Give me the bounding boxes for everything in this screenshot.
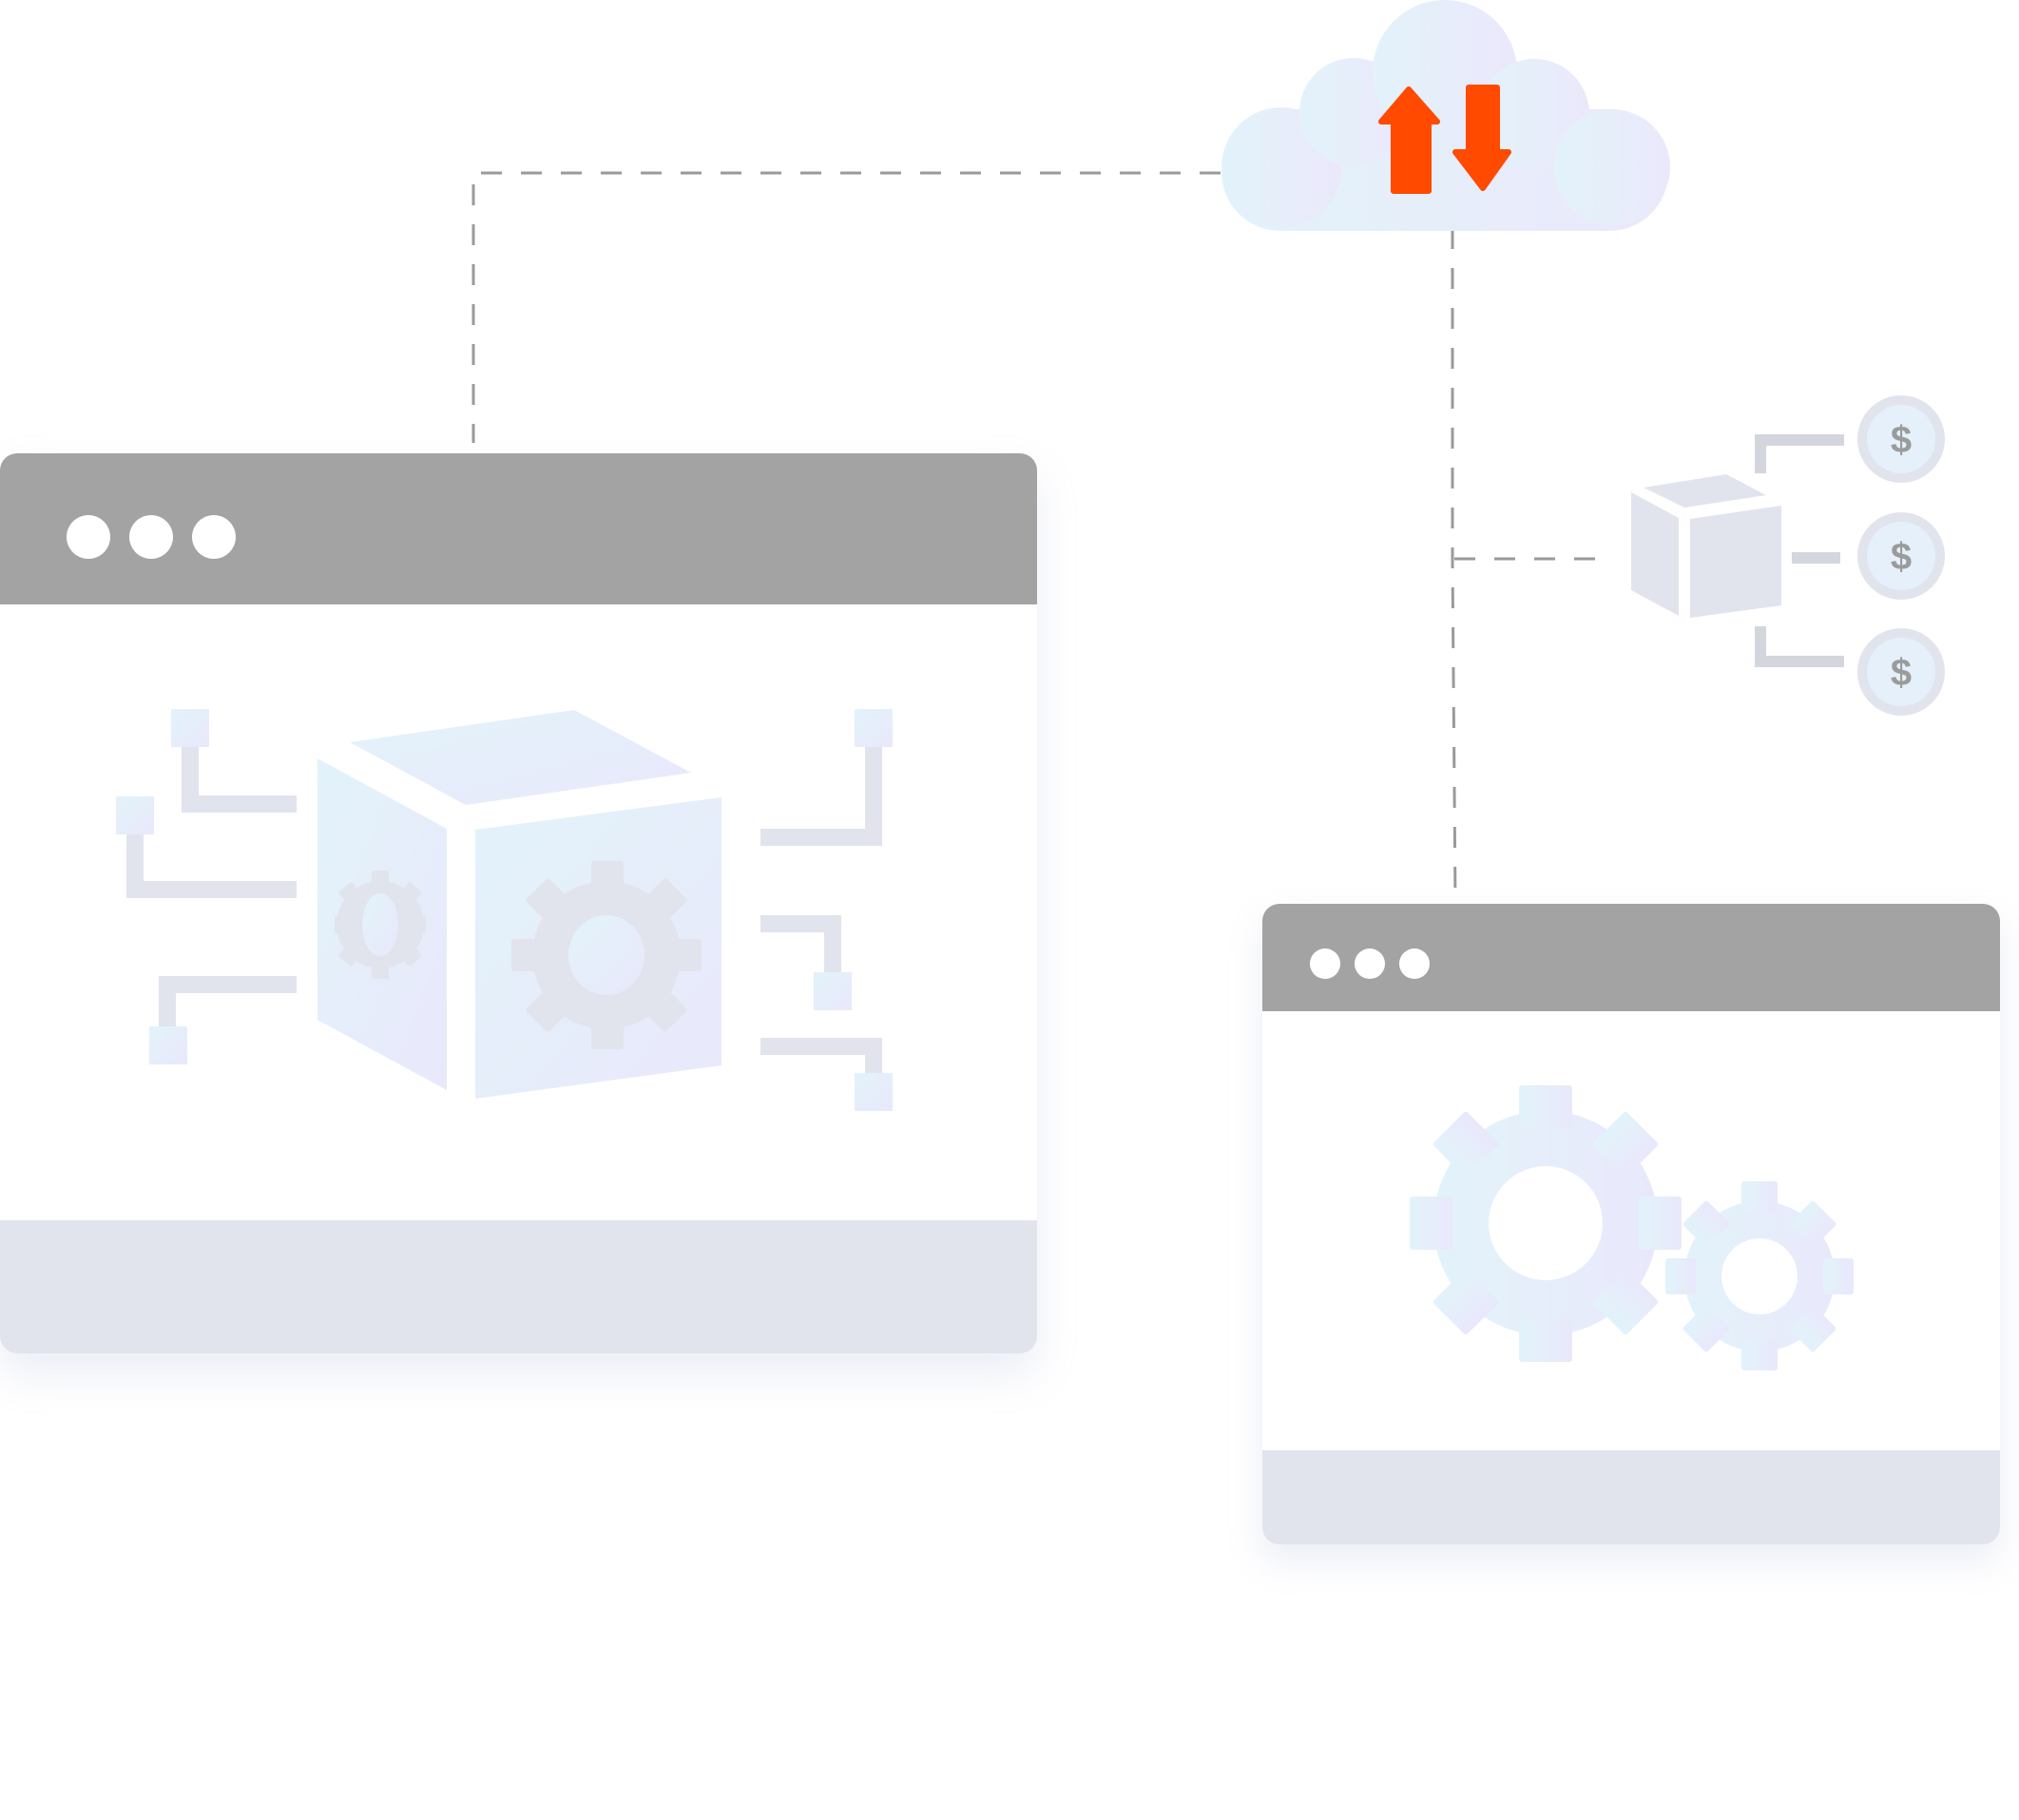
window-footer [0,1220,1037,1353]
coin-symbol: $ [1891,652,1912,694]
output-brackets [1755,434,1844,667]
window-title-bar [1262,904,2000,1011]
coin-icon: $ [1857,628,1945,716]
large-browser-window [0,453,1037,1353]
window-dot [192,515,236,559]
box-icon [1631,474,1781,618]
coin-icon: $ [1857,512,1945,600]
window-dot [1399,948,1430,979]
cube-with-gears-icon [116,709,893,1111]
large-gear-icon [1410,1085,1682,1362]
connector-cloud-to-large-window [471,171,1221,443]
coin-symbol: $ [1891,419,1912,461]
gear-icon [511,861,702,1049]
gears-icon [1410,1085,1854,1370]
circuit-traces [126,741,882,1089]
coin-icon: $ [1857,395,1945,483]
small-browser-window [1262,904,2000,1544]
gear-icon [335,871,426,979]
connector-cloud-to-small-window [1451,228,1457,904]
upload-arrow-icon [1378,86,1440,194]
coin-symbol: $ [1891,536,1912,578]
window-dot [67,515,110,559]
small-gear-icon [1665,1181,1854,1370]
window-footer [1262,1450,2000,1544]
cloud-icon [1221,0,1670,231]
window-dot [1310,948,1340,979]
window-dot [1355,948,1385,979]
window-dot [129,515,173,559]
circuit-nodes [116,709,893,1111]
download-arrow-icon [1452,85,1511,191]
window-title-bar [0,453,1037,604]
